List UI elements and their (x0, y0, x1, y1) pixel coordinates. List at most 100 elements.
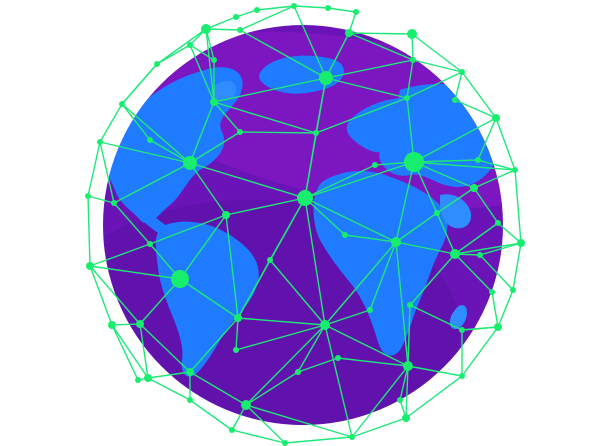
network-node (335, 355, 341, 361)
network-link (473, 187, 499, 224)
network-hub-node (319, 71, 333, 85)
network-node (313, 130, 319, 136)
network-node (391, 237, 401, 247)
network-link (156, 28, 207, 65)
network-node (86, 262, 94, 270)
network-hub-node (171, 270, 189, 288)
network-link (284, 436, 353, 444)
network-link (461, 326, 499, 331)
network-hub-node (297, 190, 313, 206)
network-node (372, 162, 378, 168)
network-node (291, 3, 297, 9)
network-link (205, 28, 215, 103)
network-link (413, 161, 475, 189)
network-link (399, 365, 409, 401)
network-link (395, 161, 415, 243)
network-link (225, 197, 306, 216)
network-link (256, 5, 295, 11)
network-link (245, 324, 326, 406)
network-link (189, 101, 215, 164)
network-node (410, 57, 416, 63)
network-node (397, 397, 403, 403)
network-link (497, 289, 514, 328)
network-node (187, 42, 193, 48)
network-node (434, 210, 440, 216)
network-link (235, 324, 326, 351)
network-link (409, 304, 463, 331)
network-link (325, 77, 408, 99)
network-link (436, 212, 456, 255)
network-link (139, 323, 149, 379)
network-link (324, 309, 371, 326)
continent-south-america (155, 221, 259, 377)
island-arctic (211, 80, 237, 101)
network-link (479, 254, 514, 291)
network-node (494, 323, 502, 331)
network-link (407, 304, 411, 367)
network-link (231, 429, 286, 444)
network-link (369, 241, 397, 311)
network-link (269, 259, 326, 326)
network-node (459, 327, 465, 333)
network-link (189, 162, 306, 199)
network-node (136, 320, 144, 328)
network-link (395, 241, 409, 367)
network-link (213, 77, 327, 103)
network-link (325, 32, 350, 79)
network-link (454, 253, 493, 293)
network-node (135, 377, 141, 383)
network-node (147, 137, 153, 143)
network-link (304, 161, 415, 199)
network-link (189, 131, 241, 164)
network-link (237, 259, 271, 319)
network-link (297, 324, 326, 373)
network-link (304, 164, 376, 199)
network-link (149, 214, 227, 245)
network-nodes (85, 3, 525, 446)
network-link (121, 63, 158, 105)
network-link (491, 291, 499, 328)
network-link (139, 323, 191, 373)
network-node (187, 397, 193, 403)
network-link (479, 242, 522, 256)
network-link (99, 141, 115, 204)
network-node (353, 9, 359, 15)
network-link (139, 278, 181, 325)
network-link (304, 197, 397, 243)
network-link (412, 59, 463, 73)
network-node (459, 69, 465, 75)
network-link (409, 253, 456, 306)
network-link (189, 399, 233, 431)
network-node (267, 257, 273, 263)
network-link (324, 324, 409, 367)
network-node (342, 232, 348, 238)
network-link (87, 195, 115, 204)
network-link (497, 222, 522, 244)
network-link (235, 317, 239, 351)
network-link (406, 71, 463, 99)
network-link (179, 278, 239, 319)
network-node (119, 101, 125, 107)
network-link (454, 71, 463, 101)
network-node (234, 314, 242, 322)
network-link (111, 323, 141, 326)
network-node (186, 368, 194, 376)
network-link (413, 161, 516, 171)
network-node (492, 114, 500, 122)
network-node (295, 369, 301, 375)
network-link (454, 242, 522, 255)
network-link (89, 265, 113, 326)
network-link (239, 29, 327, 79)
network-link (213, 101, 241, 133)
network-node (325, 5, 331, 11)
network-node (147, 241, 153, 247)
network-link (245, 404, 286, 444)
network-node (108, 321, 116, 329)
network-link (304, 197, 346, 236)
network-link (189, 162, 227, 216)
network-node (450, 249, 460, 259)
network-link (304, 132, 317, 199)
network-link (325, 59, 414, 79)
network-node (475, 157, 481, 163)
